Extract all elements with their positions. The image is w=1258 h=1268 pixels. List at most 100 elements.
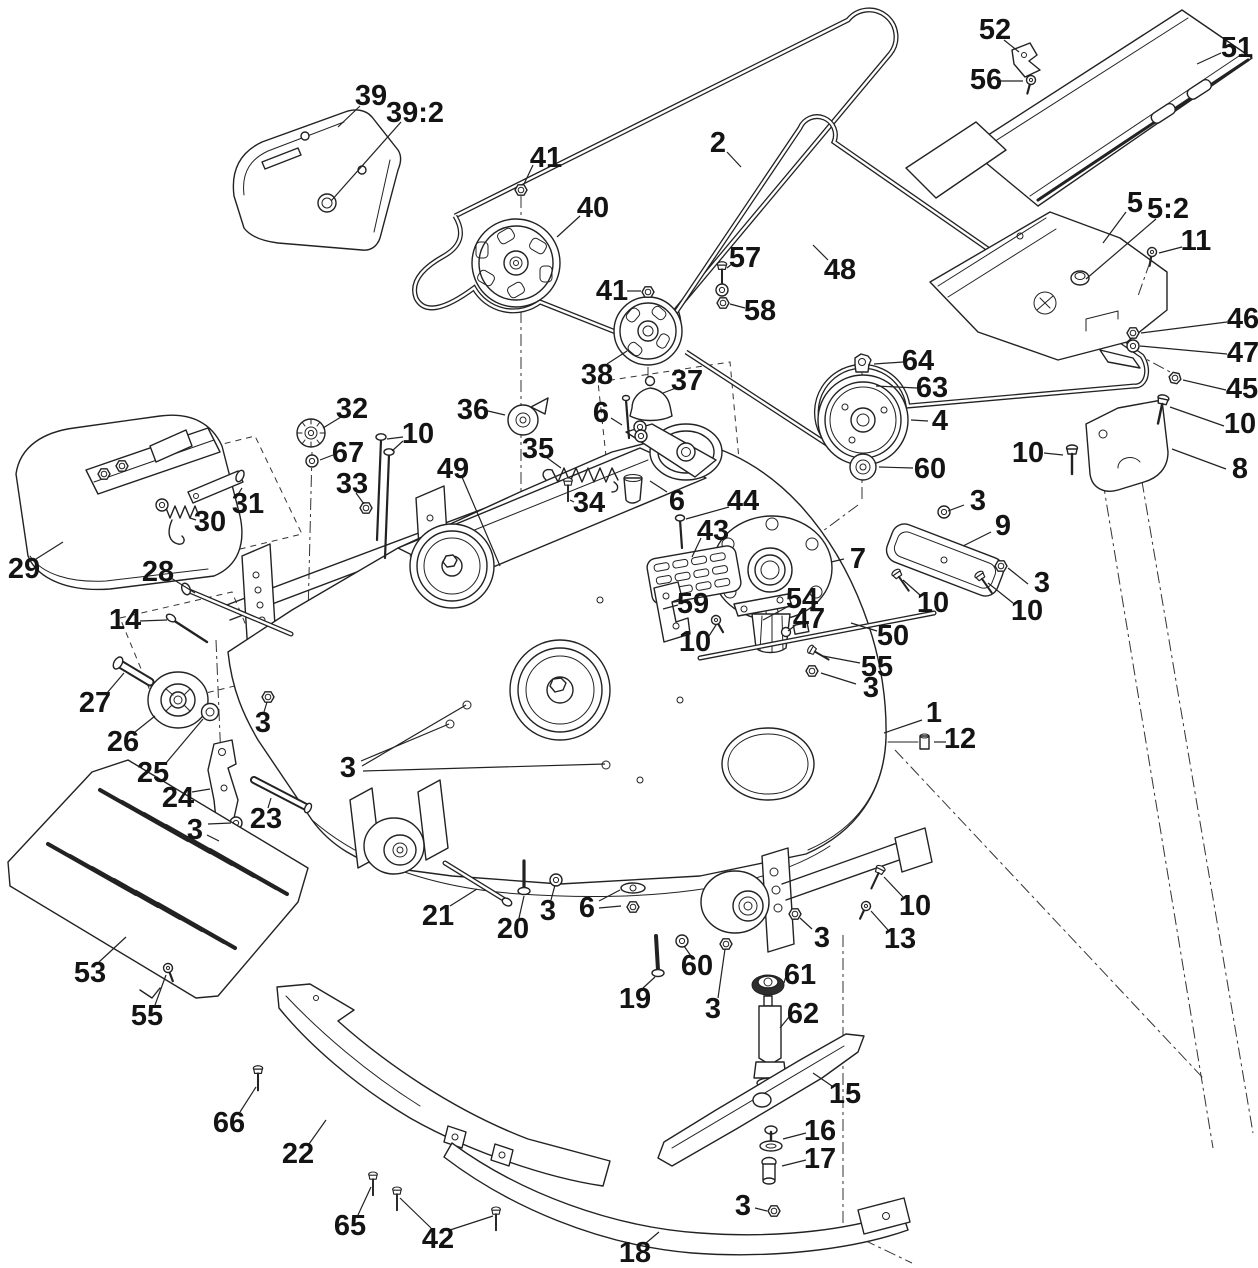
belt-cover-39 <box>232 109 402 251</box>
callout-label-60-23: 60 <box>914 453 946 485</box>
clevis-47b <box>780 626 792 638</box>
leader-line-21 <box>449 888 478 907</box>
cover-5-tab <box>1099 349 1141 369</box>
washer-nut-6c <box>620 882 646 913</box>
leader-line-30 <box>189 517 197 521</box>
callout-label-11-13: 11 <box>1181 225 1212 257</box>
leader-line-66 <box>239 1086 257 1113</box>
callout-label-39:2-1: 39:2 <box>386 97 444 129</box>
callout-label-56-9: 56 <box>970 64 1002 96</box>
callout-label-58-6: 58 <box>744 295 776 327</box>
washer-60b <box>675 934 689 948</box>
pulley-38 <box>613 296 683 366</box>
callout-label-5:2-12: 5:2 <box>1147 193 1189 225</box>
leader-line-3 <box>362 763 606 772</box>
leader-line-10 <box>1169 406 1225 427</box>
leader-line-3 <box>361 704 467 767</box>
leader-line-61 <box>783 975 787 984</box>
leader-line-60 <box>683 945 692 957</box>
bracket-9-group <box>885 505 1008 597</box>
callout-label-10-30: 10 <box>402 418 434 450</box>
leader-line-67 <box>319 454 334 461</box>
callout-label-4-22: 4 <box>932 405 948 437</box>
callout-label-57-5: 57 <box>729 242 761 274</box>
callout-label-23-65: 23 <box>250 803 282 835</box>
leader-line-26 <box>134 715 156 733</box>
callout-label-3-89: 3 <box>735 1190 751 1222</box>
leader-line-35 <box>545 456 562 469</box>
callout-label-45-16: 45 <box>1226 373 1258 405</box>
leader-line-6 <box>598 889 621 902</box>
callout-label-15-86: 15 <box>829 1078 861 1110</box>
bolts-10b <box>375 433 395 560</box>
callout-label-5-11: 5 <box>1127 187 1143 219</box>
leader-line-34 <box>569 499 575 503</box>
callout-label-13-82: 13 <box>884 923 916 955</box>
callout-label-6-77: 6 <box>579 892 595 924</box>
bolt-20 <box>517 859 531 896</box>
leader-line-57 <box>726 262 734 269</box>
callout-label-3-64: 3 <box>187 814 203 846</box>
callout-label-61-84: 61 <box>784 959 816 991</box>
leader-line-18 <box>645 1231 660 1244</box>
spring-35 <box>542 467 619 493</box>
callout-label-16-87: 16 <box>804 1115 836 1147</box>
leader-line-8 <box>1171 448 1227 470</box>
callout-label-10-43: 10 <box>917 587 949 619</box>
callout-label-34-34: 34 <box>573 487 605 519</box>
leader-line-40 <box>556 215 581 238</box>
callout-label-59-45: 59 <box>677 588 709 620</box>
callout-label-10-81: 10 <box>899 890 931 922</box>
leader-line-17 <box>781 1159 807 1167</box>
leader-line-24 <box>191 788 211 793</box>
leader-line-41 <box>523 164 534 185</box>
callout-label-3-63: 3 <box>255 707 271 739</box>
nut-46 <box>1126 327 1140 339</box>
callout-label-2-4: 2 <box>710 127 726 159</box>
callout-label-3-80: 3 <box>705 993 721 1025</box>
leader-line-52 <box>1003 39 1020 53</box>
callout-label-3-66: 3 <box>340 752 356 784</box>
rod-23 <box>250 776 313 814</box>
callout-label-17-88: 17 <box>804 1143 836 1175</box>
bolt-14 <box>165 613 209 644</box>
caster-axle-27 <box>112 656 155 687</box>
leader-line-3 <box>206 834 220 842</box>
callout-label-25-61: 25 <box>137 757 169 789</box>
washer-47a <box>1126 339 1140 353</box>
callout-label-8-18: 8 <box>1232 453 1248 485</box>
leader-line-16 <box>782 1132 807 1140</box>
leader-line-9 <box>962 531 992 547</box>
bolt-66 <box>252 1064 264 1092</box>
callout-label-50-49: 50 <box>877 620 909 652</box>
leader-line-6 <box>598 905 622 909</box>
leader-line-5:2 <box>1085 218 1157 280</box>
leader-line-46 <box>1140 321 1228 334</box>
callout-label-10-46: 10 <box>679 626 711 658</box>
bolt-57-58 <box>715 260 730 309</box>
washer-16 <box>759 1125 783 1152</box>
callout-label-40-3: 40 <box>577 192 609 224</box>
callout-label-53-67: 53 <box>74 957 106 989</box>
leader-line-10 <box>883 876 904 898</box>
cover-5 <box>929 211 1168 369</box>
bracket-8 <box>1085 399 1169 492</box>
pulley-4-stack <box>817 353 909 481</box>
spring-30 <box>155 498 200 545</box>
discharge-cover-29 <box>15 414 243 591</box>
leader-line-13 <box>870 910 889 931</box>
nut-3a <box>805 665 819 677</box>
leader-line-14 <box>139 619 168 622</box>
callout-label-22-70: 22 <box>282 1138 314 1170</box>
leader-line-6 <box>610 417 623 426</box>
footplate-53 <box>7 759 309 999</box>
callout-label-60-79: 60 <box>681 950 713 982</box>
leader-line-3 <box>207 822 232 825</box>
bolt-10g <box>1065 443 1079 476</box>
callout-label-29-56: 29 <box>8 553 40 585</box>
leader-line-36 <box>487 410 506 416</box>
cover-slot <box>261 147 302 170</box>
callout-label-9-41: 9 <box>995 510 1011 542</box>
callout-label-62-85: 62 <box>787 998 819 1030</box>
